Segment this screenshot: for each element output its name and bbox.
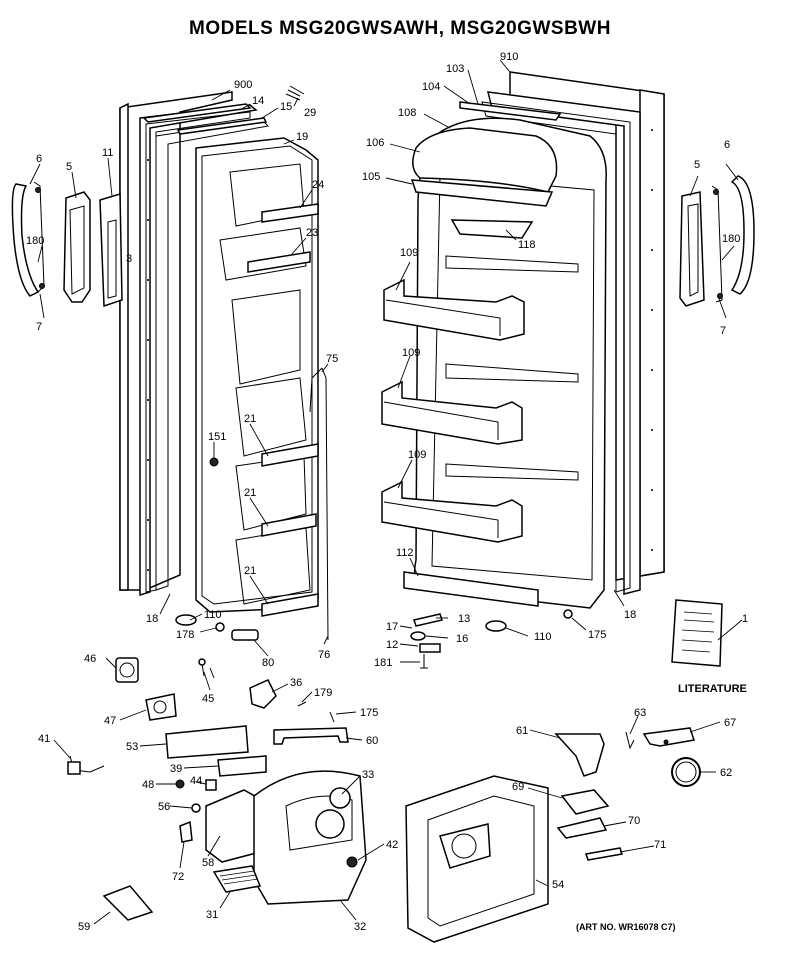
- callout-69: 69: [512, 781, 524, 793]
- callout-14: 14: [252, 95, 264, 107]
- callout-45: 45: [202, 693, 214, 705]
- fresh-food-handle-group: [679, 175, 755, 307]
- callout-58: 58: [202, 857, 214, 869]
- callout-109-c: 109: [408, 449, 426, 461]
- callout-72: 72: [172, 871, 184, 883]
- callout-41: 41: [38, 733, 50, 745]
- literature-label: LITERATURE: [678, 683, 747, 695]
- callout-178: 178: [176, 629, 194, 641]
- callout-106: 106: [366, 137, 384, 149]
- dispenser-parts: [67, 657, 549, 943]
- callout-180-right: 180: [722, 233, 740, 245]
- art-number: (ART NO. WR16078 C7): [576, 922, 676, 932]
- callout-80: 80: [262, 657, 274, 669]
- callout-71: 71: [654, 839, 666, 851]
- callout-5-left: 5: [66, 161, 72, 173]
- callout-labels: 900 14 15 29 19 6 11 5 180 3 7 24 23 75 …: [26, 51, 748, 933]
- callout-11: 11: [102, 147, 113, 159]
- callout-16: 16: [456, 633, 468, 645]
- callout-104: 104: [422, 81, 440, 93]
- callout-18-left: 18: [146, 613, 158, 625]
- callout-7-right: 7: [720, 325, 726, 337]
- callout-109-a: 109: [400, 247, 418, 259]
- callout-46: 46: [84, 653, 96, 665]
- callout-75: 75: [326, 353, 338, 365]
- callout-7-left: 7: [36, 321, 42, 333]
- misc-right-parts: [554, 727, 701, 861]
- callout-76: 76: [318, 649, 330, 661]
- callout-70: 70: [628, 815, 640, 827]
- callout-181: 181: [374, 657, 392, 669]
- diagram-title: MODELS MSG20GWSAWH, MSG20GWSBWH: [189, 18, 611, 39]
- callout-3: 3: [126, 253, 132, 265]
- callout-103: 103: [446, 63, 464, 75]
- leader-lines: [29, 59, 743, 925]
- callout-36: 36: [290, 677, 302, 689]
- fresh-food-door-assembly: [381, 71, 665, 669]
- callout-39: 39: [170, 763, 182, 775]
- callout-33: 33: [362, 769, 374, 781]
- callout-15: 15: [280, 101, 292, 113]
- callout-62: 62: [720, 767, 732, 779]
- callout-175-b: 175: [360, 707, 378, 719]
- callout-13: 13: [458, 613, 470, 625]
- callout-5-right: 5: [694, 159, 700, 171]
- callout-60: 60: [366, 735, 378, 747]
- callout-110-right: 110: [534, 631, 552, 643]
- callout-21-c: 21: [244, 565, 256, 577]
- callout-105: 105: [362, 171, 380, 183]
- callout-109-b: 109: [402, 347, 420, 359]
- callout-23: 23: [306, 227, 318, 239]
- callout-17: 17: [386, 621, 398, 633]
- callout-21-b: 21: [244, 487, 256, 499]
- callout-1: 1: [742, 613, 748, 625]
- callout-6-left: 6: [36, 153, 42, 165]
- callout-61: 61: [516, 725, 528, 737]
- literature-booklet: [671, 599, 723, 667]
- callout-6-right: 6: [724, 139, 730, 151]
- callout-29: 29: [304, 107, 316, 119]
- callout-108: 108: [398, 107, 416, 119]
- callout-180-left: 180: [26, 235, 44, 247]
- callout-19: 19: [296, 131, 308, 143]
- callout-44: 44: [190, 775, 202, 787]
- callout-112: 112: [396, 547, 414, 559]
- callout-59: 59: [78, 921, 90, 933]
- callout-47: 47: [104, 715, 116, 727]
- callout-53: 53: [126, 741, 138, 753]
- callout-67: 67: [724, 717, 736, 729]
- callout-175-a: 175: [588, 629, 606, 641]
- callout-110-left: 110: [204, 609, 222, 621]
- callout-900: 900: [234, 79, 252, 91]
- callout-54: 54: [552, 879, 564, 891]
- callout-12: 12: [386, 639, 398, 651]
- freezer-door-assembly: [119, 85, 329, 641]
- callout-48: 48: [142, 779, 154, 791]
- callout-32: 32: [354, 921, 366, 933]
- callout-151: 151: [208, 431, 226, 443]
- freezer-handle-group: [11, 181, 123, 308]
- callout-42: 42: [386, 839, 398, 851]
- callout-118: 118: [518, 239, 536, 251]
- callout-63: 63: [634, 707, 646, 719]
- callout-31: 31: [206, 909, 218, 921]
- callout-18-right: 18: [624, 609, 636, 621]
- callout-56: 56: [158, 801, 170, 813]
- callout-21-a: 21: [244, 413, 256, 425]
- callout-179: 179: [314, 687, 332, 699]
- callout-910: 910: [500, 51, 518, 63]
- callout-24: 24: [312, 179, 324, 191]
